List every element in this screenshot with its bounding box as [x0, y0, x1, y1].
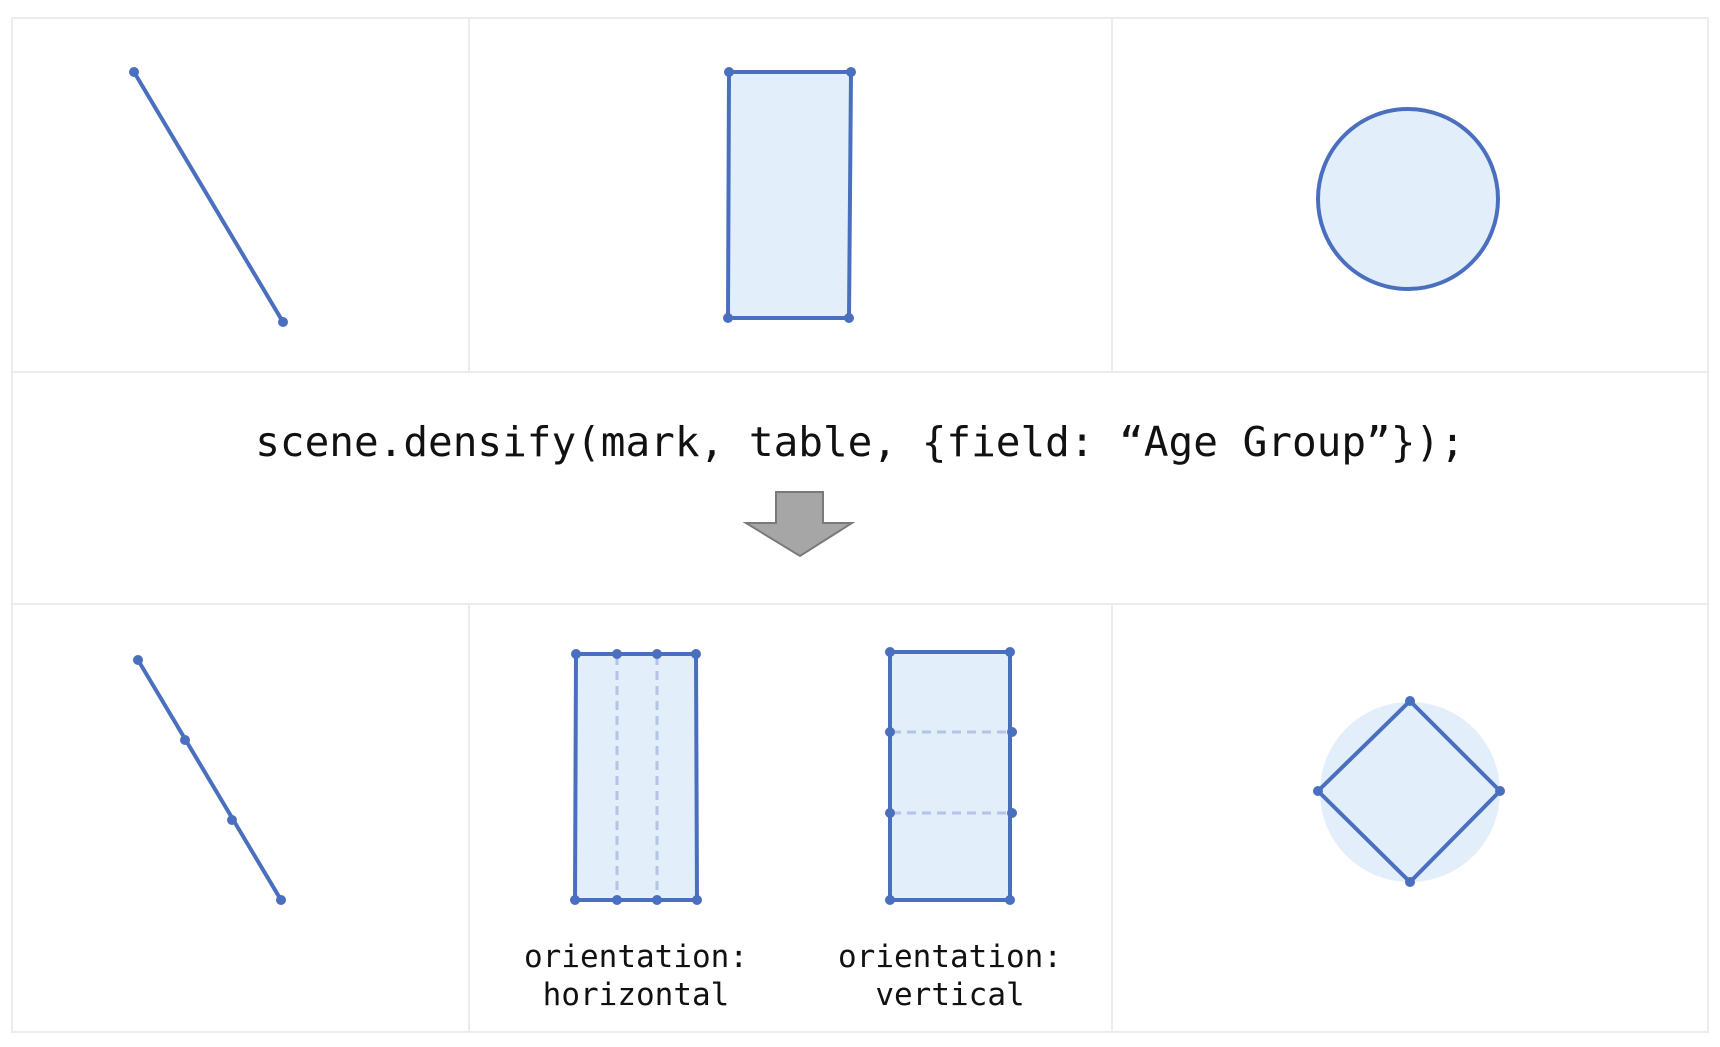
- grid-border: [11, 17, 1709, 1033]
- rect-vertex: [652, 649, 662, 659]
- rect-vertex: [846, 67, 856, 77]
- horizontal-label-line1: orientation:: [524, 939, 748, 975]
- vertical-label-line2: vertical: [875, 977, 1024, 1013]
- line-vertex: [278, 317, 288, 327]
- rect-vertex: [1005, 647, 1015, 657]
- line-mark-original: [129, 67, 288, 327]
- line-vertex: [227, 815, 237, 825]
- horizontal-label-line2: horizontal: [543, 977, 730, 1013]
- rect-vertex: [612, 649, 622, 659]
- line-segment: [132, 70, 285, 324]
- circle-mark-original: [1316, 107, 1500, 291]
- diamond-vertex: [1405, 696, 1415, 706]
- rect-vertex: [570, 895, 580, 905]
- rect-mark-densified-vertical: [885, 647, 1017, 905]
- down-arrow-icon: [742, 491, 856, 558]
- rect-body: [888, 650, 1012, 902]
- circle-mark-densified: [1313, 696, 1505, 887]
- rect-vertex: [691, 649, 701, 659]
- rect-body: [725, 70, 854, 320]
- rect-vertex: [885, 727, 895, 737]
- rect-vertex: [885, 895, 895, 905]
- rect-vertex: [1007, 727, 1017, 737]
- diamond-vertex: [1313, 786, 1323, 796]
- rect-vertex: [885, 808, 895, 818]
- densify-code-text: scene.densify(mark, table, {field: “Age …: [255, 418, 1465, 466]
- rect-vertex: [612, 895, 622, 905]
- circle-body: [1316, 107, 1500, 291]
- line-vertex: [180, 735, 190, 745]
- rect-vertex: [652, 895, 662, 905]
- rect-vertex: [724, 67, 734, 77]
- rect-body: [572, 652, 700, 902]
- rect-mark-original: [723, 67, 856, 323]
- line-segment: [136, 658, 283, 902]
- line-vertex: [133, 655, 143, 665]
- line-vertex: [129, 67, 139, 77]
- rect-vertex: [885, 647, 895, 657]
- line-vertex: [276, 895, 286, 905]
- rect-vertex: [692, 895, 702, 905]
- diamond-vertex: [1405, 877, 1415, 887]
- vertical-label-line1: orientation:: [838, 939, 1062, 975]
- grid-frame: [11, 17, 1709, 1033]
- rect-vertex: [1005, 895, 1015, 905]
- line-mark-densified: [133, 655, 286, 905]
- diamond-vertex: [1495, 786, 1505, 796]
- rect-mark-densified-horizontal: [570, 649, 702, 905]
- rect-vertex: [844, 313, 854, 323]
- rect-vertex: [571, 649, 581, 659]
- rect-vertex: [723, 313, 733, 323]
- rect-vertex: [1007, 808, 1017, 818]
